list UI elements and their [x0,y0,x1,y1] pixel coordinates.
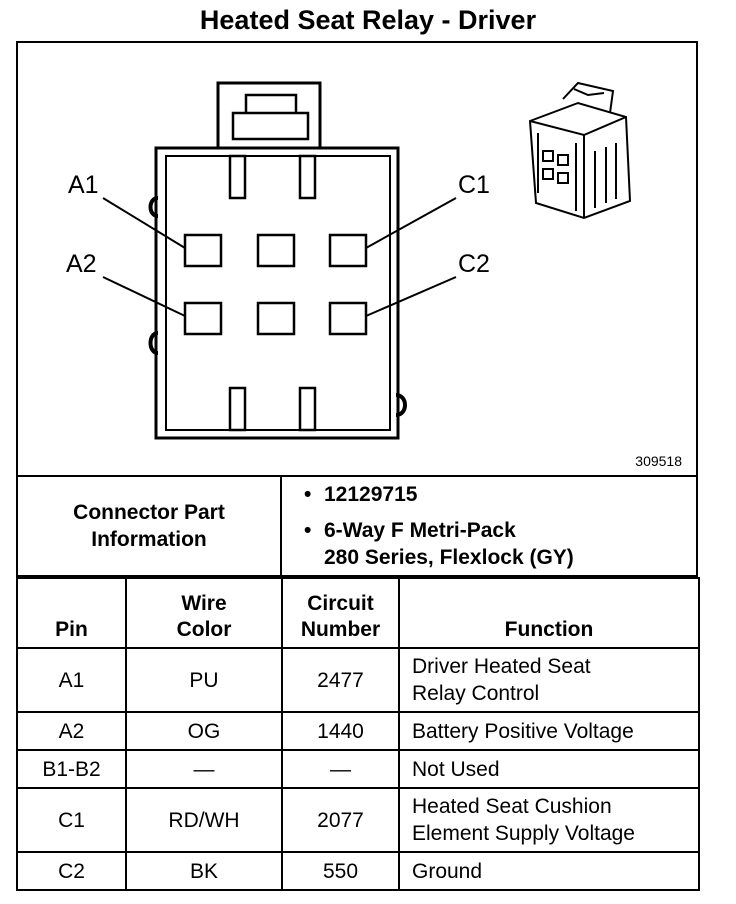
leader-a1 [102,197,186,249]
pin-label-a1: A1 [68,171,99,199]
table-row: C2 BK 550 Ground [16,851,700,891]
cell-pin: A2 [16,711,127,751]
pin-label-c1: C1 [458,171,490,199]
side-clip-right [395,393,407,417]
side-clip-left-top [148,196,159,218]
table-row: A2 OG 1440 Battery Positive Voltage [16,711,700,751]
cell-pin: C1 [16,787,127,853]
cavity-b2 [256,301,296,336]
header-circuit-number: Circuit Number [281,577,400,649]
connector-type-line1: 6-Way F Metri-Pack [324,519,516,542]
cell-circuit: 1440 [281,711,400,751]
header-function: Function [398,577,700,649]
latch-tab [231,111,310,141]
cell-circuit: 2077 [281,787,400,853]
cavity-b1 [256,233,296,268]
drawing-number: 309518 [635,453,682,469]
cell-function: Driver Heated Seat Relay Control [398,647,700,713]
connector-info-values: • 12129715 • 6-Way F Metri-Pack 280 Seri… [282,477,696,575]
cell-wire-color: BK [125,851,283,891]
pin-label-a2: A2 [66,250,97,278]
cell-function: Heated Seat Cushion Element Supply Volta… [398,787,700,853]
part-number: 12129715 [324,483,418,506]
cavity-a2 [183,301,223,336]
latch-housing [216,81,322,148]
cell-circuit: — [281,749,400,789]
cell-wire-color: RD/WH [125,787,283,853]
cell-pin: C2 [16,851,127,891]
table-row: A1 PU 2477 Driver Heated Seat Relay Cont… [16,647,700,713]
pin-table-header-row: Pin Wire Color Circuit Number Function [16,577,700,649]
keyway-bottom-left [228,386,247,432]
keyway-top-right [298,154,317,200]
header-wire-color: Wire Color [125,577,283,649]
keyway-top-left [228,154,247,200]
connector-type-item: • 6-Way F Metri-Pack 280 Series, Flexloc… [304,517,574,571]
cell-pin: A1 [16,647,127,713]
cell-function: Battery Positive Voltage [398,711,700,751]
cell-circuit: 2477 [281,647,400,713]
connector-3d-view [528,81,632,220]
cavity-c2 [328,301,368,336]
cell-pin: B1-B2 [16,749,127,789]
cell-wire-color: — [125,749,283,789]
cell-function: Not Used [398,749,700,789]
part-number-item: • 12129715 [304,481,418,508]
pin-label-c2: C2 [458,250,490,278]
table-row: B1-B2 — — Not Used [16,749,700,789]
cell-wire-color: OG [125,711,283,751]
side-clip-left-bottom [148,331,159,355]
leader-a2 [102,276,186,317]
cavity-c1 [328,233,368,268]
leader-c1 [365,197,457,249]
header-pin: Pin [16,577,127,649]
connector-body-outline [154,146,400,440]
bullet-icon: • [304,519,312,542]
connector-face-drawing [102,81,632,440]
cell-wire-color: PU [125,647,283,713]
cavity-a1 [183,233,223,268]
pin-table: Pin Wire Color Circuit Number Function A… [16,577,700,891]
cell-function: Ground [398,851,700,891]
connector-diagram: A1 A2 C1 C2 309518 [16,41,698,477]
connector-body-inner [165,155,391,431]
connector-info-section: Connector Part Information • 12129715 • … [16,477,698,577]
connector-type-line2: 280 Series, Flexlock (GY) [324,546,574,569]
page-title: Heated Seat Relay - Driver [199,5,537,35]
connector-info-label-line1: Connector Part [73,501,225,524]
connector-info-label-line2: Information [91,528,207,551]
keyway-bottom-right [298,386,317,432]
connector-info-label: Connector Part Information [18,477,282,575]
leader-c2 [365,276,457,317]
table-row: C1 RD/WH 2077 Heated Seat Cushion Elemen… [16,787,700,853]
latch-top [244,93,298,113]
cell-circuit: 550 [281,851,400,891]
bullet-icon: • [304,483,312,506]
